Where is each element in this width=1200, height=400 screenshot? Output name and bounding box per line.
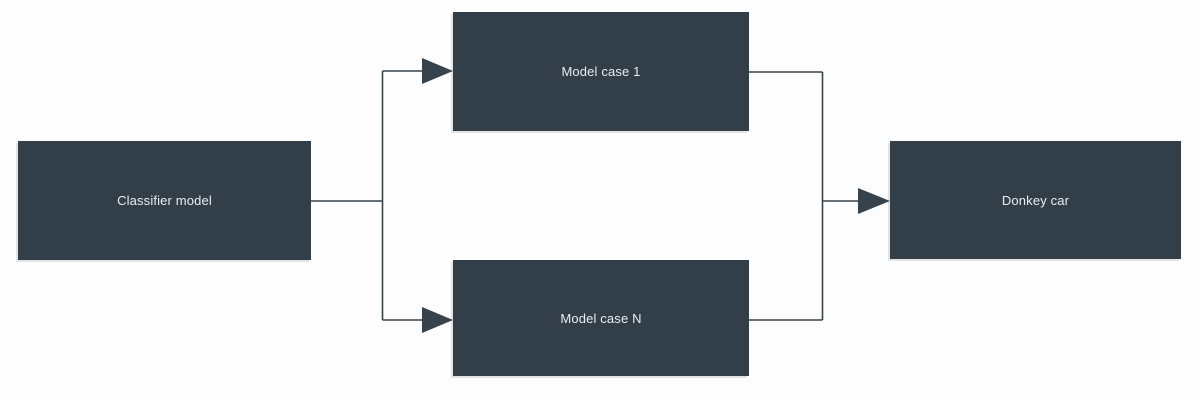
node-donkey-car-label: Donkey car: [1001, 192, 1070, 208]
arrowhead-to-model-case-n: [422, 307, 453, 333]
node-classifier-model[interactable]: Classifier model: [18, 141, 311, 260]
node-model-case-n-label: Model case N: [560, 310, 642, 326]
node-model-case-n[interactable]: Model case N: [453, 260, 749, 376]
arrowhead-to-model-case-1: [422, 58, 453, 84]
node-model-case-1[interactable]: Model case 1: [453, 12, 749, 131]
node-donkey-car[interactable]: Donkey car: [890, 141, 1181, 259]
arrowhead-to-donkey-car: [858, 188, 890, 214]
node-classifier-model-label: Classifier model: [117, 193, 212, 208]
node-model-case-1-label: Model case 1: [561, 64, 641, 79]
